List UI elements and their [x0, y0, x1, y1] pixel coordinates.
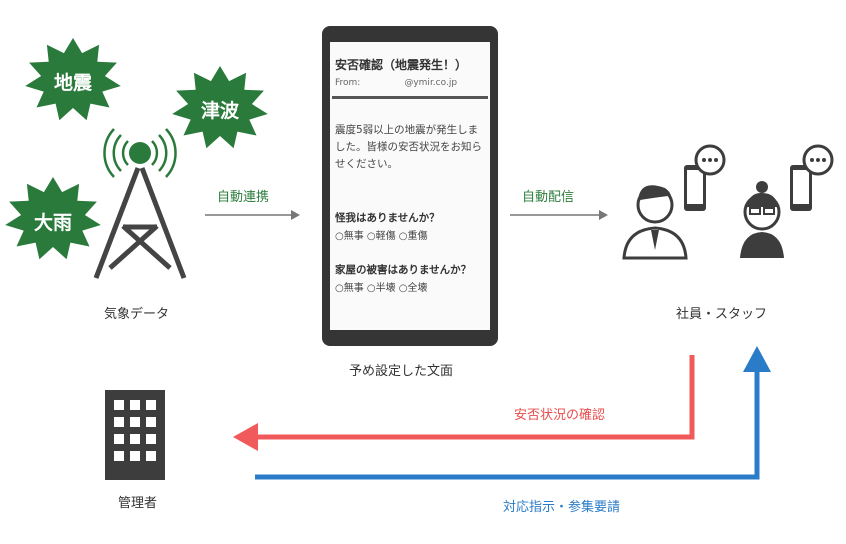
building-window: [130, 451, 140, 461]
radio-tower-icon: [93, 128, 187, 279]
question-injury: 怪我はありませんか？: [335, 212, 440, 224]
template-label: 予め設定した文面: [349, 364, 454, 379]
instruction-label: 対応指示・参集要請: [503, 500, 621, 515]
building-window: [114, 417, 124, 427]
building-window: [130, 400, 140, 410]
options-injury: ○無事 ○軽傷 ○重傷: [335, 231, 428, 242]
from-label: From:: [335, 78, 361, 88]
auto-link-label: 自動連携: [217, 190, 270, 205]
hazard-tsunami: 津波: [200, 100, 239, 122]
staff-female-icon: [740, 144, 834, 258]
building-window: [114, 451, 124, 461]
building-window: [114, 434, 124, 444]
building-window: [130, 434, 140, 444]
hazard-heavy-rain: 大雨: [33, 212, 72, 234]
building-window: [146, 400, 156, 410]
confirm-status-label: 安否状況の確認: [514, 408, 606, 423]
email-screen: 安否確認（地震発生！） From: @ymir.co.jp 震度5弱以上の地震が発…: [330, 42, 490, 330]
arrow-confirm-status: [233, 355, 695, 451]
question-house-damage: 家屋の被害はありませんか？: [335, 264, 472, 276]
starburst-earthquake: [25, 38, 121, 121]
from-address: @ymir.co.jp: [404, 78, 458, 88]
options-house-damage: ○無事 ○半壊 ○全壊: [335, 283, 428, 294]
admin-label: 管理者: [118, 496, 158, 511]
email-from: From: @ymir.co.jp: [335, 78, 457, 88]
building-window: [146, 434, 156, 444]
building-icon: [105, 390, 165, 480]
staff-male-icon: [622, 144, 726, 260]
auto-delivery-label: 自動配信: [522, 190, 575, 205]
building-window: [130, 417, 140, 427]
arrow-instruction: [255, 346, 771, 480]
divider: [332, 96, 488, 99]
weather-data-label: 気象データ: [104, 307, 170, 322]
arrow-auto-link: [205, 210, 300, 220]
starburst-heavy-rain: [5, 177, 101, 260]
email-body: 震度5弱以上の地震が発生しました。皆様の安否状況をお知らせください。: [335, 124, 482, 170]
staff-label: 社員・スタッフ: [676, 307, 768, 322]
building-window: [146, 451, 156, 461]
arrow-auto-delivery: [510, 210, 608, 220]
hazard-earthquake: 地震: [53, 72, 92, 94]
starburst-tsunami: [172, 66, 268, 149]
building-window: [114, 400, 124, 410]
email-subject: 安否確認（地震発生！）: [335, 58, 468, 72]
building-window: [146, 417, 156, 427]
